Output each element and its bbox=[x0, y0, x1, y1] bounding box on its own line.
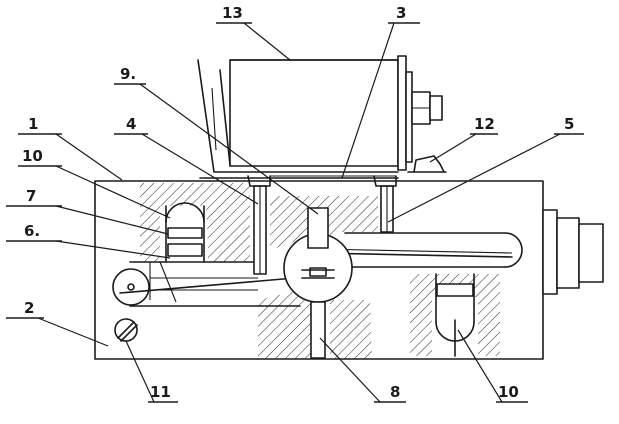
motor-unit bbox=[211, 55, 443, 171]
label-6: 6. bbox=[24, 222, 40, 240]
label-3: 3 bbox=[396, 4, 406, 22]
right-end-cap bbox=[542, 209, 604, 295]
label-9: 9. bbox=[120, 65, 136, 83]
callout-leaders bbox=[6, 22, 584, 403]
screw-11 bbox=[114, 318, 138, 342]
label-10-right: 10 bbox=[498, 383, 519, 401]
label-7: 7 bbox=[26, 187, 36, 205]
central-chamber bbox=[283, 207, 353, 359]
label-13: 13 bbox=[222, 4, 243, 22]
label-1: 1 bbox=[28, 115, 38, 133]
callout-labels: 13 3 9. 4 5 12 1 10 7 6. 2 11 8 10 bbox=[22, 4, 574, 401]
label-10-left: 10 bbox=[22, 147, 43, 165]
label-4: 4 bbox=[126, 115, 136, 133]
label-2: 2 bbox=[24, 299, 34, 317]
label-11: 11 bbox=[150, 383, 171, 401]
label-12: 12 bbox=[474, 115, 495, 133]
left-pulley bbox=[112, 268, 150, 306]
label-8: 8 bbox=[390, 383, 400, 401]
label-5: 5 bbox=[564, 115, 574, 133]
internal-channels bbox=[129, 202, 523, 357]
part-12-tab bbox=[407, 155, 447, 173]
